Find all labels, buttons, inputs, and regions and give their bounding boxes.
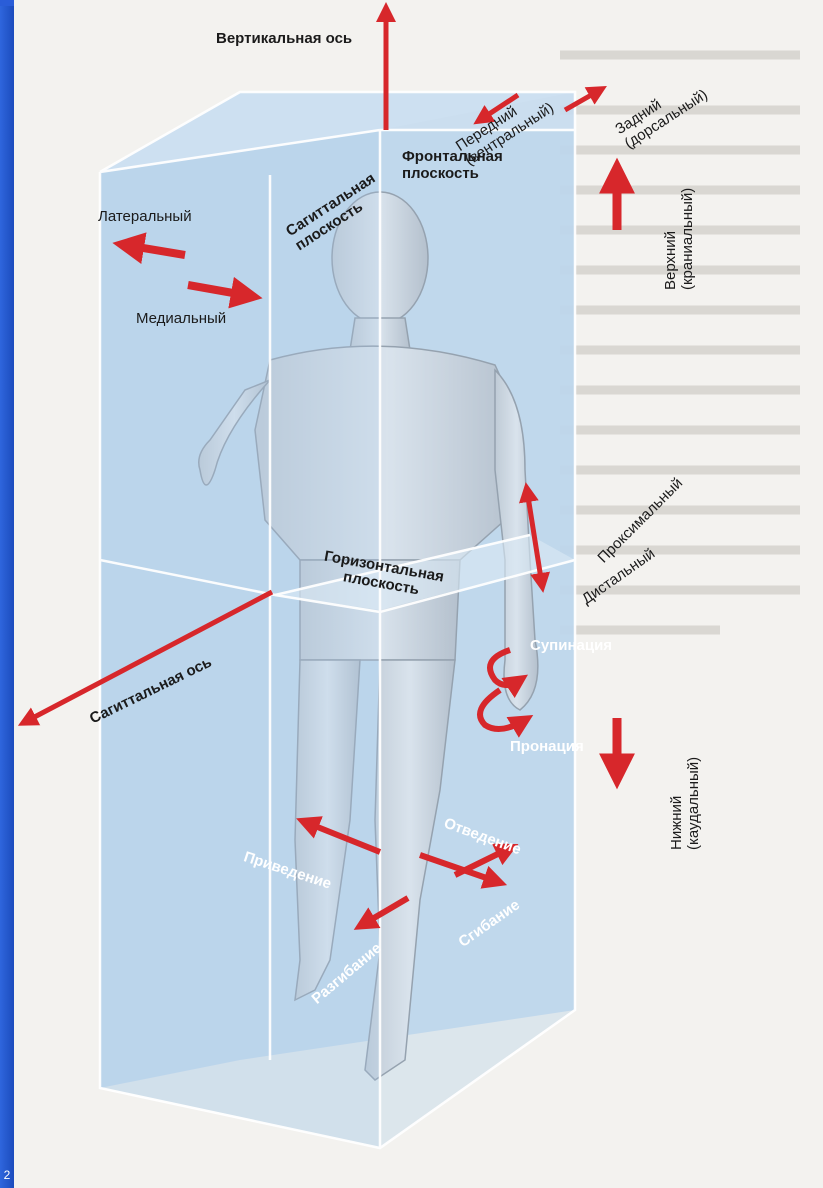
background-text-lines bbox=[560, 55, 800, 630]
superior-text: Верхний bbox=[662, 188, 679, 290]
vertical-axis-label: Вертикальная ось bbox=[216, 30, 352, 47]
frontal-plane-text-2: плоскость bbox=[402, 165, 503, 182]
slide-frame-left bbox=[0, 0, 14, 1188]
superior-label: Верхний (краниальный) bbox=[662, 188, 697, 290]
frontal-plane-label: Фронтальная плоскость bbox=[402, 148, 503, 183]
frontal-plane-text-1: Фронтальная bbox=[402, 148, 503, 165]
anatomy-illustration: Вертикальная ось Передний (вентральный) … bbox=[14, 0, 823, 1188]
lateral-label: Латеральный bbox=[98, 208, 192, 225]
page-number: 2 bbox=[0, 1168, 14, 1182]
supination-label: Супинация bbox=[530, 637, 612, 654]
inferior-label: Нижний (каудальный) bbox=[668, 757, 703, 850]
pronation-label: Пронация bbox=[510, 738, 584, 755]
inferior-alt-text: (каудальный) bbox=[685, 757, 702, 850]
superior-alt-text: (краниальный) bbox=[679, 188, 696, 290]
medial-label: Медиальный bbox=[136, 310, 226, 327]
inferior-text: Нижний bbox=[668, 757, 685, 850]
